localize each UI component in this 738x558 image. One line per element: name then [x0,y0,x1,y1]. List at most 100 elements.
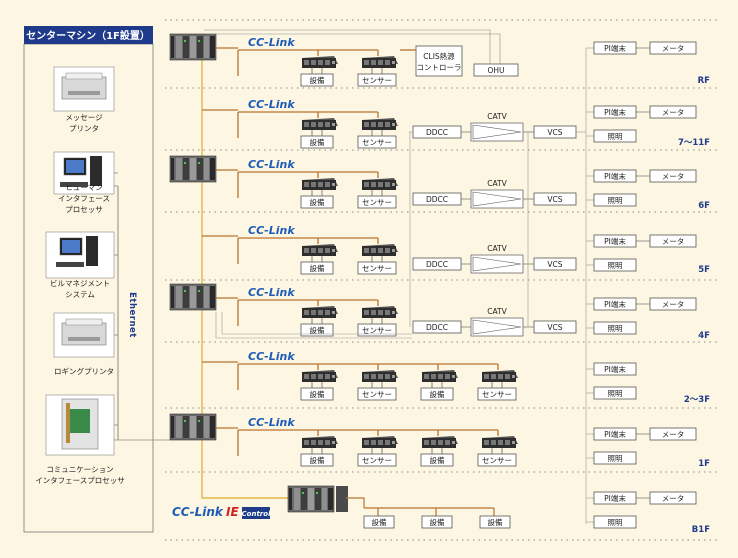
remote-io-module-icon[interactable] [362,306,398,318]
meter-box-label: メータ [662,44,685,53]
lighting-box[interactable] [593,129,637,143]
meter-box[interactable] [649,234,697,248]
equipment-box[interactable] [363,515,395,529]
remote-io-module-icon[interactable] [422,436,458,448]
meter-box[interactable] [649,491,697,505]
lighting-box[interactable] [593,258,637,272]
equipment-box-label: 設備 [430,389,445,399]
sensor-box-label: センサー [362,76,392,85]
vcs-box-label: VCS [547,128,562,137]
sensor-box[interactable] [357,73,397,87]
lighting-box-label: 照明 [608,324,623,333]
remote-io-module-icon[interactable] [362,244,398,256]
equipment-box[interactable] [300,195,334,209]
cc-link-logo: CC-Link [248,224,295,237]
remote-io-module-icon[interactable] [302,56,338,68]
sensor-box[interactable] [357,453,397,467]
remote-io-module-icon[interactable] [362,436,398,448]
equipment-box-label: 設備 [488,517,503,527]
printer-icon[interactable] [61,318,107,346]
plc-rack-icon[interactable] [169,283,217,311]
lighting-box[interactable] [593,193,637,207]
sensor-box[interactable] [357,261,397,275]
sensor-box[interactable] [357,135,397,149]
lighting-box[interactable] [593,515,637,529]
remote-io-module-icon[interactable] [482,370,518,382]
clis-controller-box[interactable] [415,45,463,77]
remote-io-module-icon[interactable] [302,118,338,130]
equipment-box[interactable] [300,323,334,337]
remote-io-module-icon[interactable] [302,370,338,382]
lighting-box-label: 照明 [608,261,623,270]
cc-link-logo: CC-Link [248,350,295,363]
pi-terminal-box[interactable] [593,362,637,376]
remote-io-module-icon[interactable] [362,370,398,382]
sensor-box[interactable] [357,195,397,209]
cc-link-logo: CC-Link [248,286,295,299]
sensor-box-label: センサー [362,326,392,335]
ddcc-box-label: DDCC [426,260,448,269]
workstation-icon[interactable] [60,156,102,187]
remote-io-module-icon[interactable] [422,370,458,382]
ethernet-label: Ethernet [127,292,137,338]
equipment-box[interactable] [300,135,334,149]
sensor-box[interactable] [477,453,517,467]
lighting-box-label: 照明 [608,132,623,141]
equipment-box[interactable] [300,387,334,401]
floor-label-2: 6F [698,201,710,211]
device-label-hmi-1: インタフェース [58,194,110,203]
remote-io-module-icon[interactable] [302,306,338,318]
workstation-icon[interactable] [56,236,98,267]
server-rack-icon[interactable] [61,398,99,450]
remote-io-module-icon[interactable] [302,436,338,448]
plc-rack-icon[interactable] [336,486,348,512]
sensor-box[interactable] [477,387,517,401]
equipment-box[interactable] [300,261,334,275]
equipment-box[interactable] [421,515,453,529]
pi-terminal-box-label: PI端末 [604,429,626,439]
ohu-box[interactable] [473,63,519,77]
ohu-link [204,29,491,64]
lighting-box[interactable] [593,386,637,400]
printer-icon[interactable] [61,72,107,100]
sensor-box-label: センサー [482,390,512,399]
remote-io-module-icon[interactable] [482,436,518,448]
lighting-box-label: 照明 [608,454,623,463]
plc-rack-icon[interactable] [169,413,217,441]
plc-rack-icon[interactable] [169,155,217,183]
plc-rack-icon[interactable] [169,33,217,61]
vcs-box-label: VCS [547,260,562,269]
ohu-box-label: OHU [487,66,504,75]
equipment-box[interactable] [420,453,454,467]
plc-rack-icon[interactable] [287,485,335,513]
lighting-box[interactable] [593,321,637,335]
meter-box[interactable] [649,297,697,311]
remote-io-module-icon[interactable] [302,178,338,190]
equipment-box[interactable] [479,515,511,529]
device-label-bms-0: ビルマネジメント [50,279,110,288]
meter-box[interactable] [649,41,697,55]
cc-link-bus [346,497,365,508]
remote-io-module-icon[interactable] [362,178,398,190]
meter-box[interactable] [649,105,697,119]
sensor-box[interactable] [357,323,397,337]
remote-io-module-icon[interactable] [302,244,338,256]
device-label-hmi-2: プロセッサ [65,205,103,214]
equipment-box[interactable] [300,73,334,87]
equipment-box-label: 設備 [430,517,445,527]
meter-box[interactable] [649,427,697,441]
remote-io-module-icon[interactable] [362,56,398,68]
meter-box-label: メータ [662,430,685,439]
sensor-box[interactable] [357,387,397,401]
equipment-box[interactable] [300,453,334,467]
equipment-box-label: 設備 [310,263,325,273]
meter-box[interactable] [649,169,697,183]
remote-io-module-icon[interactable] [362,118,398,130]
lighting-box[interactable] [593,451,637,465]
floor-label-0: RF [698,76,711,86]
pi-terminal-box-label: PI端末 [604,236,626,246]
equipment-box-label: 設備 [372,517,387,527]
sensor-box-label: センサー [362,198,392,207]
equipment-box[interactable] [420,387,454,401]
meter-box-label: メータ [662,108,685,117]
